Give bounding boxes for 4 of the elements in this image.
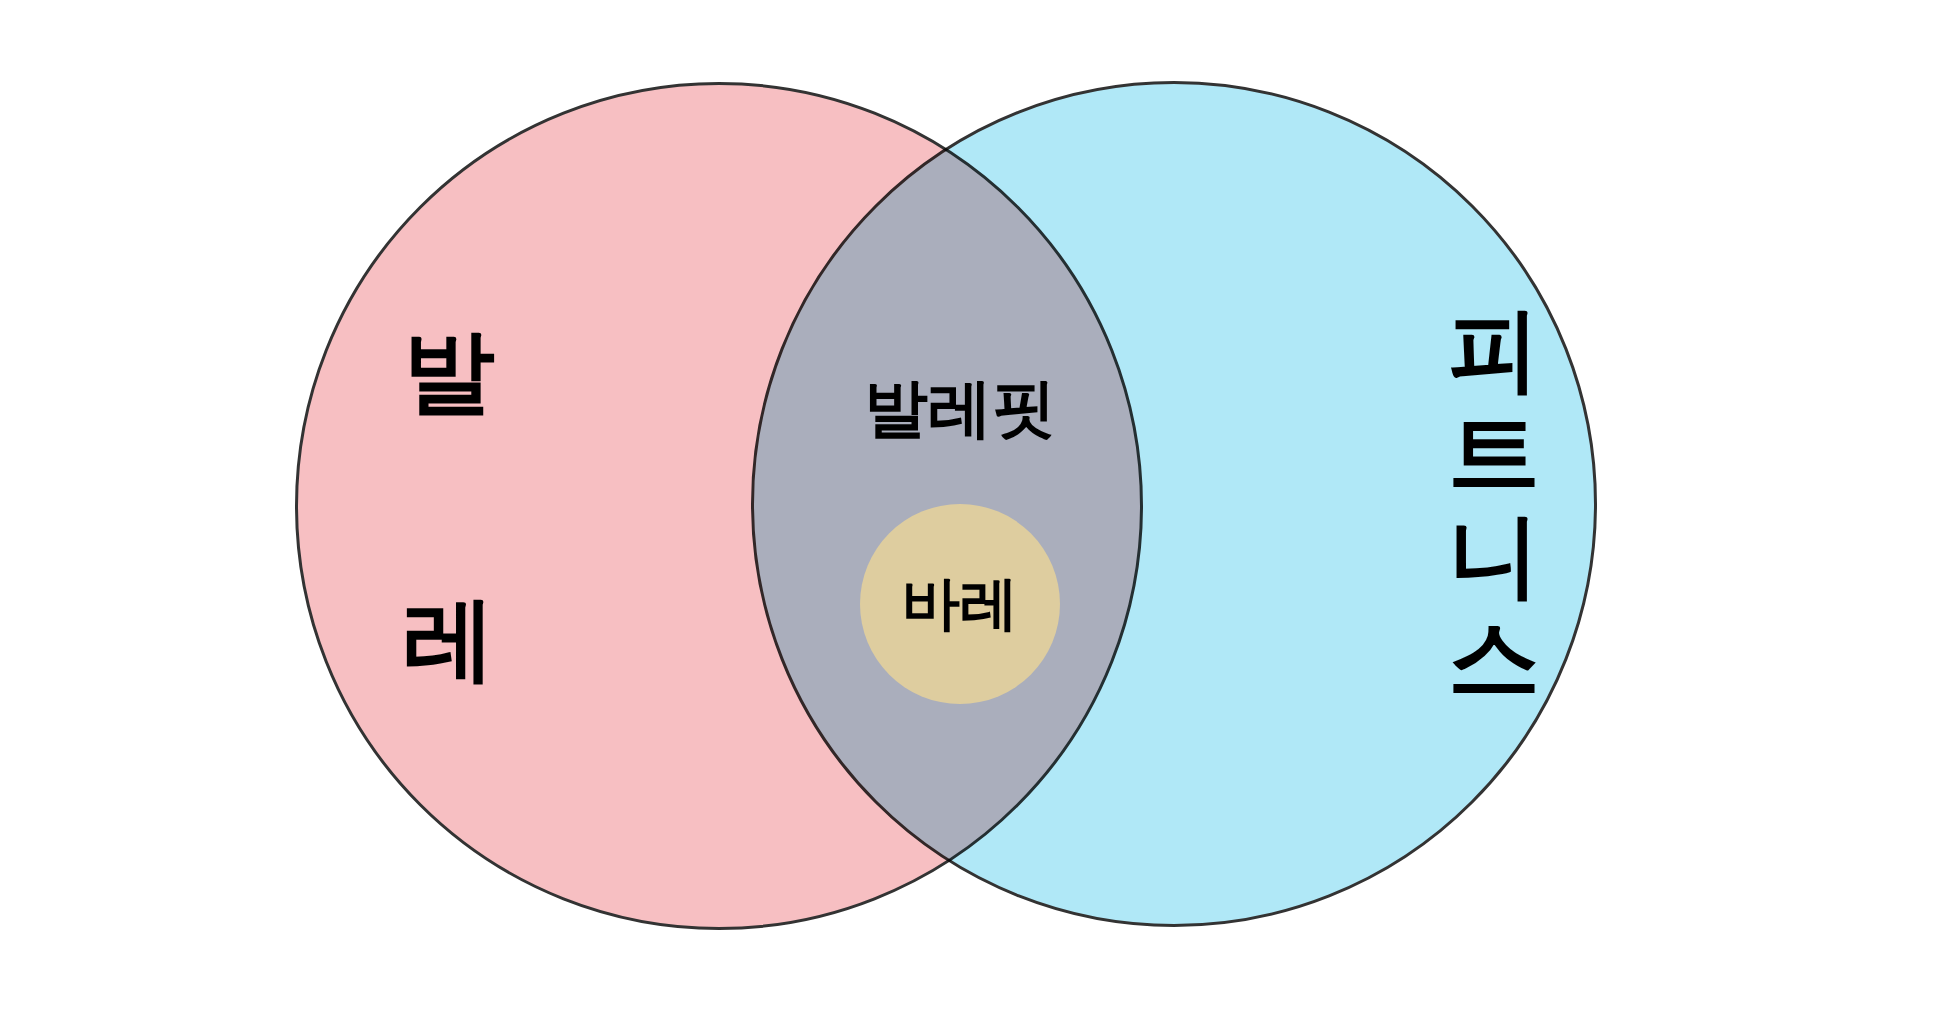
set-label: 발레 — [402, 317, 496, 694]
set-label: 피트니스 — [1447, 297, 1541, 711]
set-label: 바레 — [902, 568, 1018, 639]
intersection-label: 발레핏 — [863, 370, 1057, 447]
